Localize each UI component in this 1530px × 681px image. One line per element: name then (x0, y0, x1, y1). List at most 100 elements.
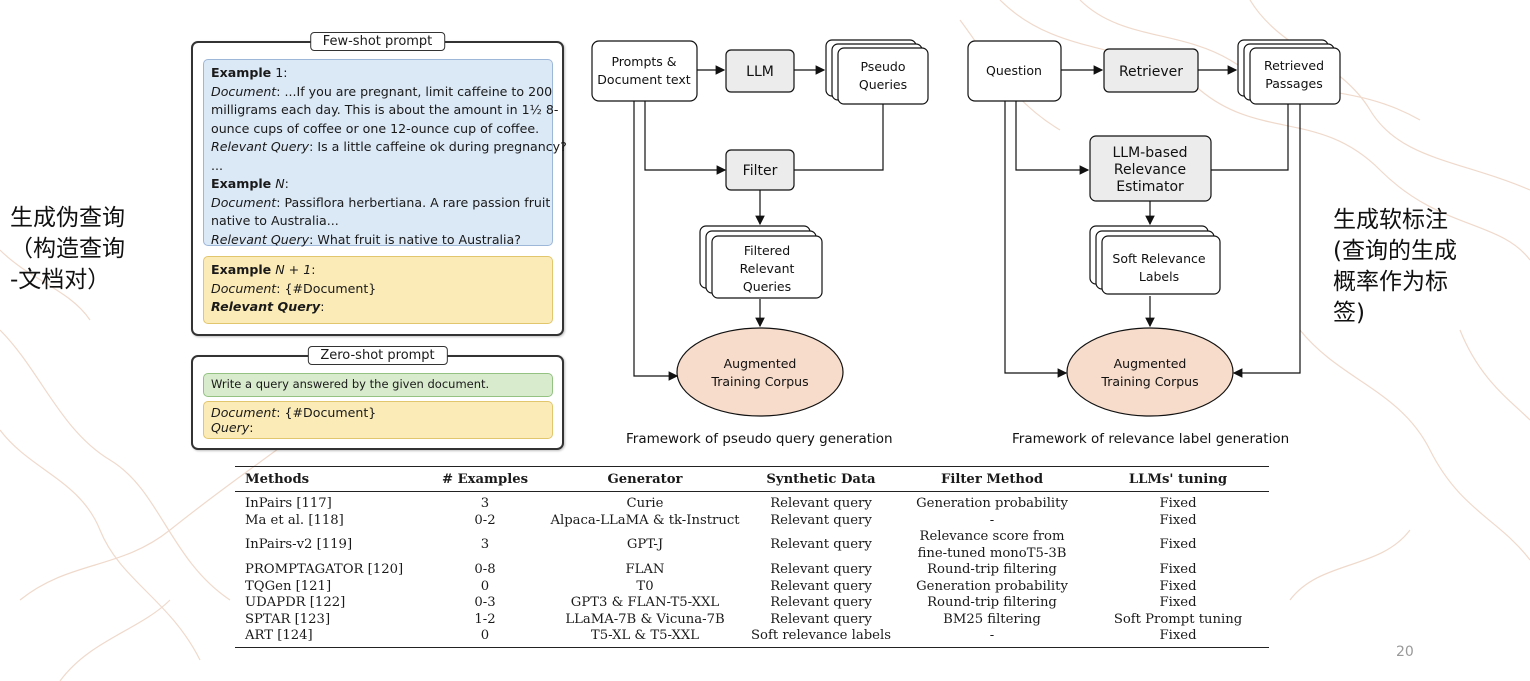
methods-table: Methods # Examples Generator Synthetic D… (235, 466, 1269, 648)
soft-labels-stack (1089, 225, 1221, 295)
examples-ellipsis: ... (211, 157, 224, 173)
header-examples: # Examples (425, 466, 545, 492)
retrieved-passages-label-2: Passages (1265, 76, 1322, 91)
table-cell: 3 (480, 537, 490, 553)
estimator-label-3: Estimator (1116, 179, 1184, 195)
table-cell: Ma et al. [118] (245, 512, 344, 528)
augmented-corpus-1-label-1: Augmented (724, 356, 797, 371)
table-cell: ART [124] (235, 628, 425, 648)
example-1-query: : Is a little caffeine ok during pregnan… (309, 139, 567, 154)
relevance-diagram (1004, 65, 1301, 378)
augmented-corpus-2-label-1: Augmented (1114, 356, 1187, 371)
table-cell: Relevant query (770, 595, 872, 610)
pseudo-queries-label-1: Pseudo (860, 59, 905, 74)
example-n-doc-line-2: native to Australia... (211, 213, 339, 228)
table-cell: TQGen [121] (245, 578, 332, 594)
pseudo-query-caption: Framework of pseudo query generation (626, 431, 893, 447)
soft-labels-label-2: Labels (1139, 269, 1179, 284)
question-node (967, 40, 1062, 102)
augmented-corpus-node-2 (1066, 327, 1234, 417)
table-cell: Fixed (1087, 628, 1269, 648)
table-cell: Relevance score from fine-tuned monoT5-3… (917, 529, 1067, 561)
zero-query-colon: : (249, 420, 254, 435)
target-doc-placeholder: : {#Document} (276, 280, 377, 296)
augmented-corpus-2-label-2: Training Corpus (1100, 374, 1198, 389)
example-1-doc-line-2: milligrams each day. This is about the a… (211, 102, 559, 117)
zero-shot-instruction-box: Write a query answered by the given docu… (203, 373, 553, 397)
table-cell: Fixed (1159, 578, 1197, 594)
table-cell: Fixed (1159, 537, 1197, 553)
header-filter-method: Filter Method (897, 466, 1087, 492)
retrieved-passages-stack (1237, 39, 1341, 105)
filtered-queries-stack (699, 225, 823, 299)
table-cell: Soft relevance labels (745, 628, 897, 648)
side-note-soft-label: 生成软标注 (查询的生成 概率作为标 签) (1333, 207, 1457, 326)
table-cell: 0-2 (474, 512, 496, 528)
table-cell: 0-8 (474, 562, 496, 577)
example-n-query-label: Relevant Query (211, 231, 310, 247)
table-cell: Generation probability (916, 578, 1068, 594)
example-n1-head: Example (211, 262, 272, 277)
table-cell: Generation probability (916, 496, 1068, 511)
filtered-queries-label-2: Relevant (740, 261, 795, 276)
table-cell: - (989, 512, 995, 528)
table-header-row: Methods # Examples Generator Synthetic D… (235, 466, 1269, 492)
relevance-caption: Framework of relevance label generation (1012, 431, 1290, 447)
header-generator: Generator (545, 466, 745, 492)
header-methods: Methods (235, 466, 425, 492)
estimator-label-2: Relevance (1114, 162, 1186, 178)
example-1-query-label: Relevant Query (211, 139, 310, 154)
filter-node (725, 149, 795, 191)
zero-shot-title: Zero-shot prompt (307, 346, 448, 365)
table-cell: Relevant query (770, 611, 872, 627)
table-cell: 0 (480, 578, 490, 594)
augmented-corpus-1-label-2: Training Corpus (710, 374, 808, 389)
example-1-num: 1: (271, 65, 288, 80)
example-n1-num: N + 1 (275, 262, 312, 277)
filtered-queries-label-1: Filtered (744, 243, 790, 258)
table-row: Ma et al. [118] 0-2 Alpaca-LLaMA & tk-Inst… (235, 513, 1269, 530)
retrieved-passages-label-1: Retrieved (1264, 58, 1324, 73)
zero-doc-label: Document (211, 405, 277, 420)
soft-labels-label-1: Soft Relevance (1112, 251, 1205, 266)
table-cell: Alpaca-LLaMA & tk-Instruct (550, 512, 740, 528)
filter-label: Filter (743, 163, 778, 179)
target-query-colon: : (320, 299, 325, 314)
example-1-head: Example (211, 65, 272, 80)
table-cell: InPairs-v2 [119] (245, 537, 353, 553)
estimator-label-1: LLM-based (1113, 145, 1188, 161)
table-cell: Round-trip filtering (927, 595, 1057, 610)
example-n1-colon: : (311, 262, 316, 277)
retriever-label: Retriever (1119, 64, 1183, 80)
header-llm-tuning: LLMs' tuning (1087, 466, 1269, 492)
zero-shot-prompt-panel: Zero-shot prompt Write a query answered … (191, 346, 564, 450)
example-n-doc-label: Document (211, 194, 277, 210)
llm-node (725, 49, 795, 93)
table-cell: - (897, 628, 1087, 648)
table-cell: Fixed (1159, 562, 1197, 577)
table-cell: LLaMA-7B & Vicuna-7B (565, 611, 725, 627)
zero-shot-instruction: Write a query answered by the given docu… (211, 377, 490, 391)
table-cell: 0-3 (474, 595, 496, 610)
table-cell: GPT3 & FLAN-T5-XXL (570, 595, 720, 610)
table-cell: Fixed (1159, 496, 1197, 511)
example-n-doc-line-1: : Passiflora herbertiana. A rare passion… (276, 194, 551, 210)
table-cell: BM25 filtering (943, 611, 1041, 627)
few-shot-target-box: Example N + 1: Document: {#Document} Rel… (203, 256, 553, 324)
table-cell: GPT-J (626, 537, 664, 553)
filtered-queries-label-3: Queries (743, 279, 791, 294)
header-synthetic-data: Synthetic Data (745, 466, 897, 492)
example-n-head: Example (211, 176, 272, 191)
zero-shot-target-box: Document: {#Document} Query: (203, 401, 553, 439)
example-n-colon: : (284, 176, 289, 191)
table-cell: Relevant query (770, 578, 872, 594)
table-cell: Relevant query (770, 537, 872, 553)
target-doc-label: Document (211, 280, 277, 296)
table-cell: Soft Prompt tuning (1113, 611, 1243, 627)
question-label: Question (986, 63, 1042, 78)
example-1-doc-label: Document (211, 83, 277, 99)
prompts-doc-label-2: Document text (597, 72, 691, 87)
